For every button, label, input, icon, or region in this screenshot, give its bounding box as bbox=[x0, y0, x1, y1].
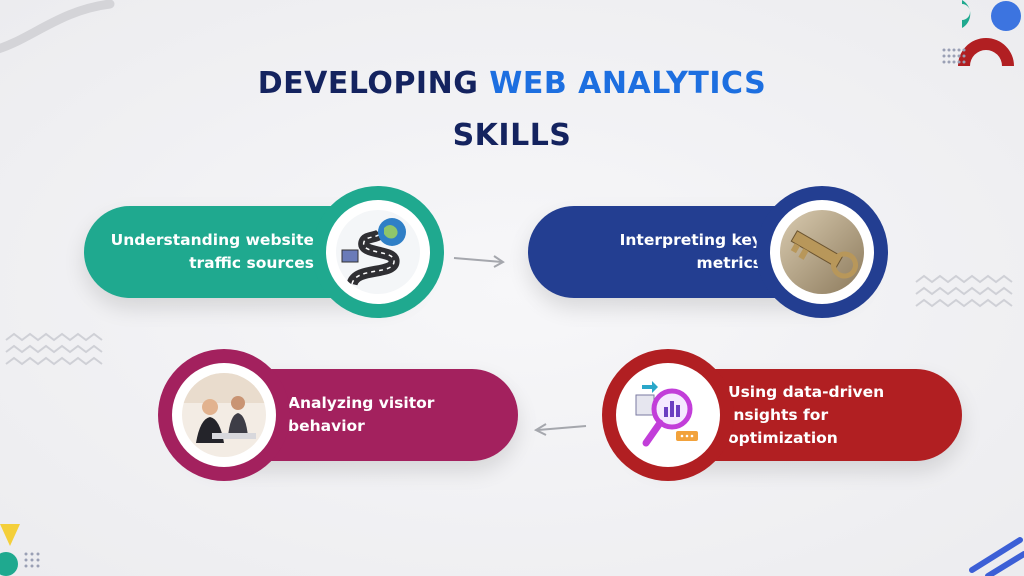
step-2-ring bbox=[756, 186, 888, 318]
swoosh-decoration bbox=[0, 0, 120, 60]
step-4-text: Using data-driven insights for optimizat… bbox=[728, 382, 885, 447]
step-1-text: Understanding website traffic sources bbox=[110, 231, 314, 272]
step-2-text: Interpreting key metrics bbox=[619, 231, 762, 272]
step-4-ring bbox=[602, 349, 734, 481]
arrow-right-icon bbox=[452, 250, 508, 275]
bottom-left-shapes-decoration bbox=[0, 520, 50, 576]
zigzag-right-decoration bbox=[914, 272, 1024, 312]
page-title: DEVELOPING WEB ANALYTICS SKILLS bbox=[0, 58, 1024, 162]
title-part-skills: SKILLS bbox=[452, 118, 572, 153]
title-part-highlight: WEB ANALYTICS bbox=[489, 66, 767, 101]
road-globe-icon bbox=[336, 210, 420, 294]
step-3-text: Analyzing visitor behavior bbox=[288, 394, 435, 435]
arrow-left-icon bbox=[530, 420, 590, 445]
analytics-magnifier-icon bbox=[626, 373, 710, 457]
bottom-right-stripes-decoration bbox=[964, 520, 1024, 576]
step-1-ring bbox=[312, 186, 444, 318]
zigzag-left-decoration bbox=[4, 330, 114, 370]
corner-shapes-decoration bbox=[940, 0, 1024, 70]
step-3-ring bbox=[158, 349, 290, 481]
title-part-dark: DEVELOPING bbox=[257, 66, 479, 101]
business-meeting-icon bbox=[182, 373, 266, 457]
success-key-icon bbox=[780, 210, 864, 294]
